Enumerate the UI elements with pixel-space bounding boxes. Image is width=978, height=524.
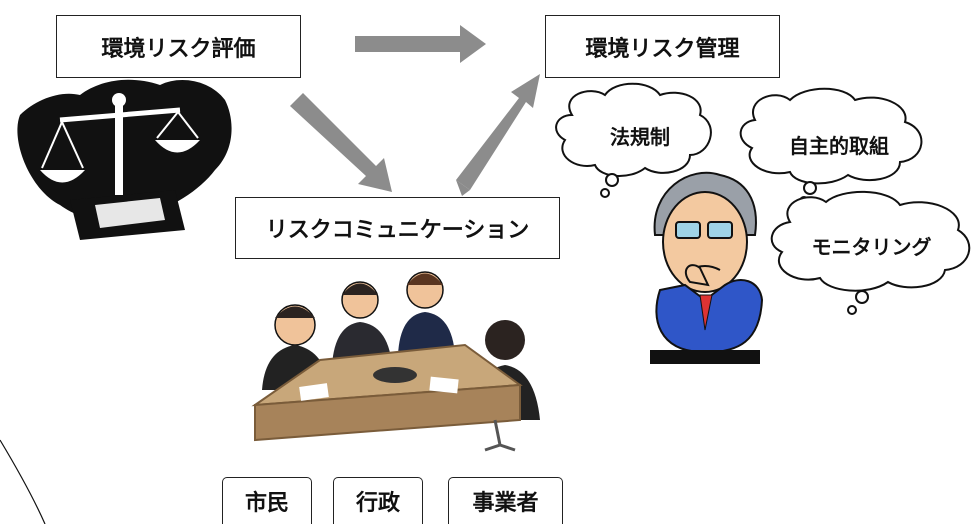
stakeholder-citizens: 市民: [222, 477, 312, 524]
stakeholder-businesses: 事業者: [448, 477, 563, 524]
measure-law-label: 法規制: [610, 125, 670, 149]
scales-illustration: [17, 79, 232, 240]
cloud-voluntary: [739, 87, 923, 206]
cloud-monitoring: [770, 190, 971, 315]
meeting-illustration: [251, 271, 540, 452]
node-environmental-risk-management: 環境リスク管理: [545, 15, 780, 78]
arrow-assessment-to-communication: [290, 93, 392, 192]
node-environmental-risk-assessment: 環境リスク評価: [56, 15, 301, 78]
stakeholder-government: 行政: [333, 477, 423, 524]
measure-monitoring-label: モニタリング: [811, 235, 932, 259]
arrow-communication-to-management: [456, 74, 540, 196]
edge-arc: [0, 439, 46, 524]
measure-voluntary-label: 自主的取組: [789, 134, 889, 158]
thinking-man-illustration: [650, 171, 764, 364]
cloud-law: [555, 82, 712, 198]
arrow-assessment-to-management: [355, 25, 486, 63]
node-risk-communication: リスクコミュニケーション: [235, 197, 560, 259]
